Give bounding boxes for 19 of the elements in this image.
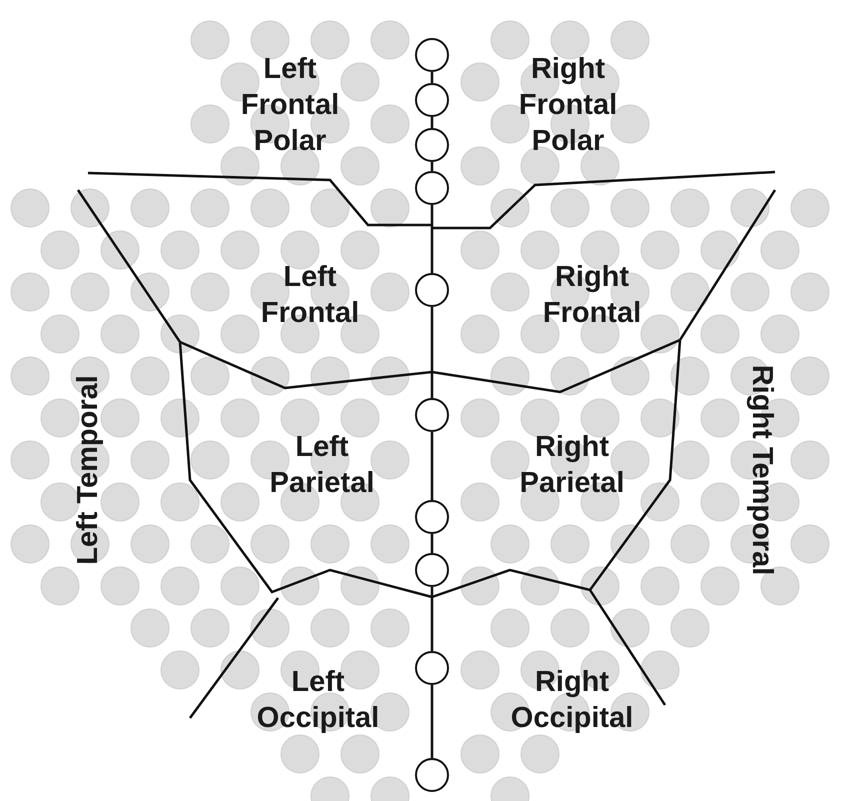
connector-line xyxy=(430,432,434,500)
region-label: Right Temporal xyxy=(745,364,779,576)
connector-line xyxy=(430,534,434,553)
connector-line xyxy=(430,685,434,758)
region-label: Left Parietal xyxy=(270,430,374,501)
region-label: Left Temporal xyxy=(71,375,105,565)
connector-line xyxy=(430,307,434,398)
region-label: Left Frontal Polar xyxy=(240,52,340,159)
region-label: Right Frontal xyxy=(542,260,642,331)
region-label: Right Parietal xyxy=(520,430,624,501)
connector-line xyxy=(430,72,434,83)
connector-line xyxy=(430,587,434,651)
connector-line xyxy=(430,205,434,273)
connector-line xyxy=(430,162,434,171)
region-label: Left Occipital xyxy=(256,665,380,736)
connector-line xyxy=(430,117,434,128)
region-label: Right Frontal Polar xyxy=(518,52,618,159)
region-label: Left Frontal xyxy=(260,260,360,331)
region-label: Right Occipital xyxy=(510,665,634,736)
